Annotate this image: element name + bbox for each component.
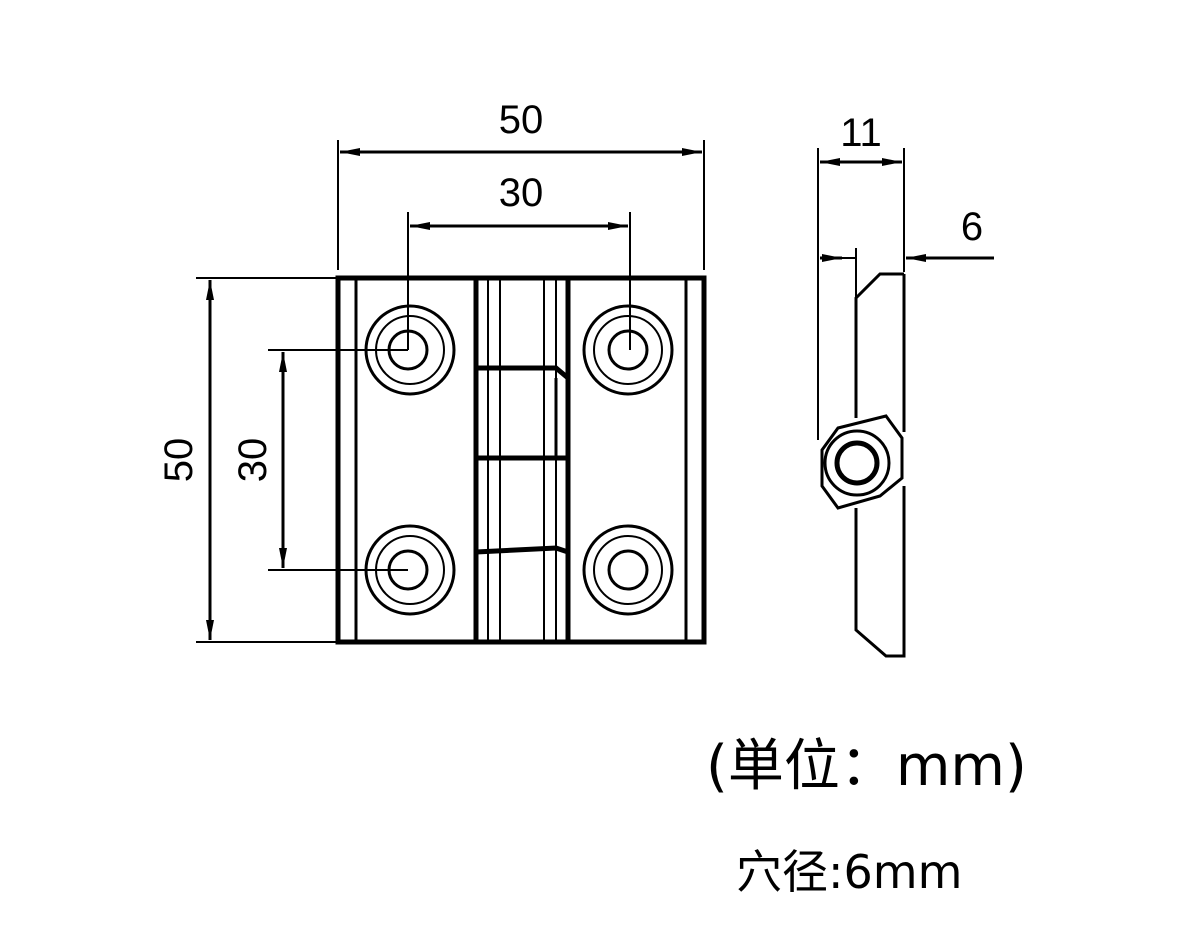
dim-overall-height: 50 bbox=[157, 277, 338, 643]
unit-note: (単位：mm) bbox=[706, 734, 1027, 799]
hinge-plate-outline bbox=[335, 275, 707, 645]
hole-diameter-note: 穴径:6mm bbox=[736, 845, 962, 899]
dim-hole-pitch-width: 30 bbox=[407, 171, 631, 350]
front-view: 50 30 50 30 bbox=[157, 98, 707, 645]
hole-pitch-width-label: 30 bbox=[499, 171, 544, 215]
dim-overall-width: 50 bbox=[337, 98, 705, 270]
hole-bottom-right bbox=[582, 524, 674, 616]
dim-side-thickness: 11 bbox=[817, 111, 905, 272]
knuckle bbox=[473, 280, 571, 640]
overall-width-label: 50 bbox=[499, 98, 544, 142]
side-thickness-label: 11 bbox=[840, 111, 882, 155]
side-leaf-upper bbox=[854, 272, 904, 418]
overall-height-label: 50 bbox=[157, 438, 201, 483]
side-plate-label: 6 bbox=[961, 205, 983, 249]
side-leaf-lower bbox=[854, 486, 906, 658]
dim-hole-pitch-height: 30 bbox=[231, 349, 408, 571]
side-knuckle bbox=[820, 414, 904, 510]
side-view: 11 6 bbox=[817, 111, 994, 658]
hole-top-right bbox=[582, 304, 674, 396]
dim-side-plate: 6 bbox=[820, 205, 994, 300]
hole-pitch-height-label: 30 bbox=[231, 438, 275, 483]
